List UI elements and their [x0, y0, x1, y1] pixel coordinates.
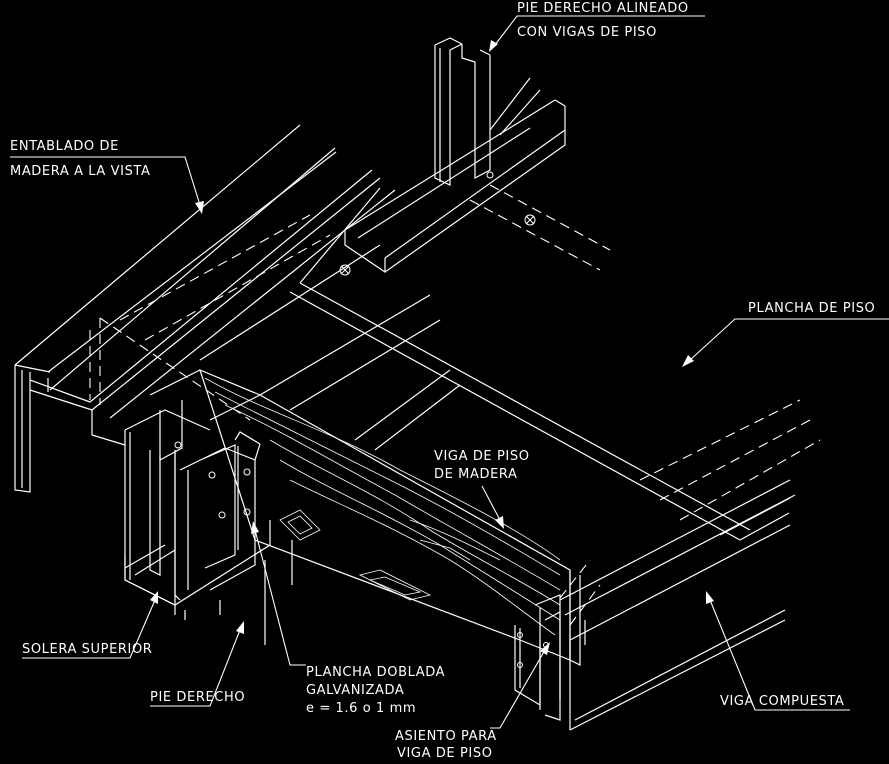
label-entablado-2: MADERA A LA VISTA — [10, 164, 150, 179]
upper-channel — [344, 77, 566, 274]
composite-beam — [559, 479, 796, 731]
bolt-markers — [339, 171, 536, 276]
label-plancha-doblada-2: GALVANIZADA — [306, 683, 404, 698]
label-plancha-doblada-1: PLANCHA DOBLADA — [306, 665, 445, 680]
label-plancha-doblada-3: e = 1.6 o 1 mm — [306, 701, 416, 716]
aligned-stud — [434, 37, 491, 186]
label-pie-derecho: PIE DERECHO — [150, 621, 245, 707]
label-viga-madera-1: VIGA DE PISO — [434, 449, 530, 464]
label-solera: SOLERA SUPERIOR — [22, 591, 158, 659]
label-entablado: ENTABLADO DE MADERA A LA VISTA — [10, 139, 204, 214]
label-plancha-piso: PLANCHA DE PISO — [682, 301, 889, 367]
label-asiento-1: ASIENTO PARA — [395, 729, 497, 744]
label-pie-alineado: PIE DERECHO ALINEADO CON VIGAS DE PISO — [489, 1, 705, 52]
label-solera: SOLERA SUPERIOR — [22, 642, 152, 657]
label-asiento: ASIENTO PARA VIGA DE PISO — [395, 642, 550, 761]
label-plancha-doblada: PLANCHA DOBLADA GALVANIZADA e = 1.6 o 1 … — [251, 521, 445, 716]
wood-decking — [14, 124, 396, 493]
label-viga-madera: VIGA DE PISO DE MADERA — [434, 449, 530, 529]
joist-seat — [514, 570, 581, 721]
label-plancha-piso: PLANCHA DE PISO — [748, 301, 875, 316]
label-pie-alineado-2: CON VIGAS DE PISO — [517, 25, 657, 40]
label-viga-compuesta: VIGA COMPUESTA — [720, 694, 844, 709]
hidden-lines — [89, 184, 821, 626]
label-pie-derecho: PIE DERECHO — [150, 690, 245, 705]
label-entablado-1: ENTABLADO DE — [10, 139, 119, 154]
wood-joist — [149, 368, 571, 661]
floor-plate — [199, 187, 751, 541]
label-pie-alineado-1: PIE DERECHO ALINEADO — [517, 1, 689, 16]
label-asiento-2: VIGA DE PISO — [397, 746, 493, 759]
stud-assembly — [124, 400, 293, 645]
label-viga-compuesta: VIGA COMPUESTA — [706, 591, 850, 711]
label-viga-madera-2: DE MADERA — [434, 467, 518, 482]
